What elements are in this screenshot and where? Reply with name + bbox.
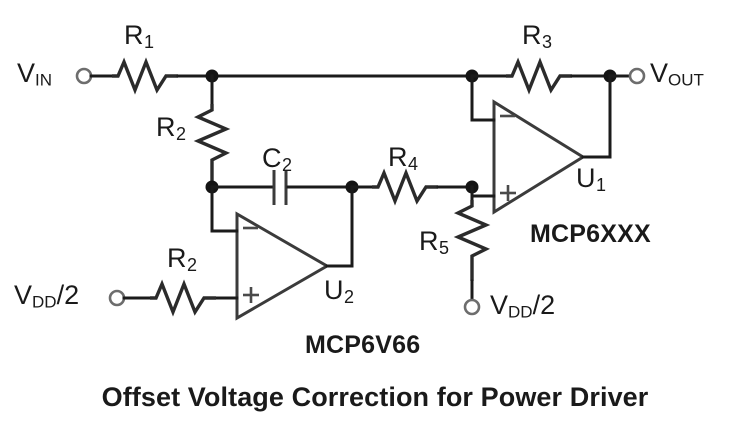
label-vin: VIN: [17, 58, 53, 90]
vin-terminal-circle[interactable]: [75, 67, 93, 85]
vout-terminal-circle[interactable]: [628, 67, 646, 85]
r3-zigzag: [506, 57, 572, 95]
label-r2-top: R2: [156, 112, 187, 144]
resistor-r2-top: [193, 74, 231, 187]
label-r4: R4: [388, 142, 419, 174]
label-u1: U1: [576, 163, 607, 195]
capacitor-c2: [210, 170, 354, 205]
r1-zigzag: [112, 57, 178, 95]
figure-caption: Offset Voltage Correction for Power Driv…: [101, 382, 649, 412]
label-vdd-half-left: VDD/2: [14, 280, 80, 312]
label-u2: U2: [324, 275, 355, 307]
resistor-r3: [470, 57, 612, 95]
label-vout: VOUT: [650, 58, 704, 90]
wire-nodec-to-u2-minus: [210, 185, 239, 233]
label-r5: R5: [419, 226, 450, 258]
resistor-r5: [453, 185, 491, 316]
label-u1-part-number: MCP6XXX: [530, 220, 651, 248]
resistor-r4: [350, 168, 474, 206]
vdd-half-left-terminal-circle[interactable]: [108, 289, 126, 307]
wire-u1-output-to-vout: [581, 74, 612, 159]
resistor-r2-bottom: [108, 279, 216, 317]
wire-nodeb-to-u1-minus: [470, 74, 496, 122]
opamp-u1[interactable]: [470, 74, 612, 215]
u2-plus-sign-icon: [243, 287, 259, 303]
r4-zigzag: [372, 168, 438, 206]
label-u2-part-number: MCP6V66: [305, 331, 421, 359]
wire-nodee-to-u1-plus: [470, 185, 496, 198]
u2-triangle-body: [235, 211, 330, 321]
vin-terminal-group: [75, 67, 114, 85]
r5-zigzag: [453, 200, 491, 281]
r2-bottom-zigzag: [150, 279, 216, 317]
opamp-u2[interactable]: [210, 185, 354, 321]
wire-u2-output-to-noded: [325, 185, 354, 268]
vdd-half-right-terminal-circle[interactable]: [463, 298, 481, 316]
label-r3: R3: [522, 20, 553, 52]
resistor-r1: [112, 57, 178, 95]
u1-plus-sign-icon: [500, 185, 516, 201]
label-r2-bottom: R2: [167, 243, 198, 275]
u1-triangle-body: [492, 99, 586, 215]
label-vdd-half-right: VDD/2: [490, 290, 556, 322]
label-r1: R1: [124, 20, 155, 52]
r2-top-zigzag: [193, 104, 231, 187]
label-c2: C2: [262, 143, 293, 175]
